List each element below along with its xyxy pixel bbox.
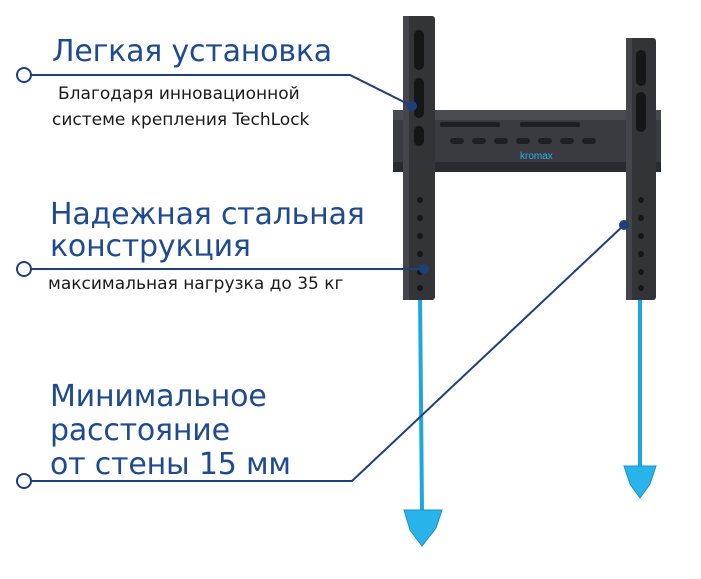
feature-title-distance-line-3: от стены 15 мм (50, 447, 291, 482)
strap-clip-right (623, 465, 657, 499)
callout-dot-1 (407, 101, 417, 111)
callout-lines (30, 74, 625, 482)
callout-dot-3 (619, 220, 629, 230)
callout-ring-1 (16, 67, 32, 83)
callout-markers (16, 67, 629, 489)
callout-ring-3 (16, 473, 32, 489)
feature-description-load: максимальная нагрузка до 35 кг (48, 274, 344, 294)
feature-title-distance-line-2: расстояние (50, 413, 230, 448)
callout-line-3 (30, 224, 625, 482)
feature-title-steel-line-1: Надежная стальная (50, 197, 365, 232)
wall-bracket: kromax (393, 16, 661, 300)
callout-ring-2 (16, 261, 32, 277)
safety-straps (403, 288, 657, 547)
strap-clip-left (403, 509, 443, 547)
feature-description-line-2: системе крепления TechLock (52, 110, 310, 130)
feature-title-distance-line-1: Минимальное (50, 379, 267, 414)
brand-logo: kromax (520, 151, 553, 162)
callout-line-1 (30, 74, 413, 107)
feature-title-easy-install: Легкая установка (52, 34, 332, 69)
feature-description-line-1: Благодаря инновационной (58, 84, 300, 104)
callout-dot-2 (419, 264, 429, 274)
feature-title-steel-line-2: конструкция (50, 229, 251, 264)
